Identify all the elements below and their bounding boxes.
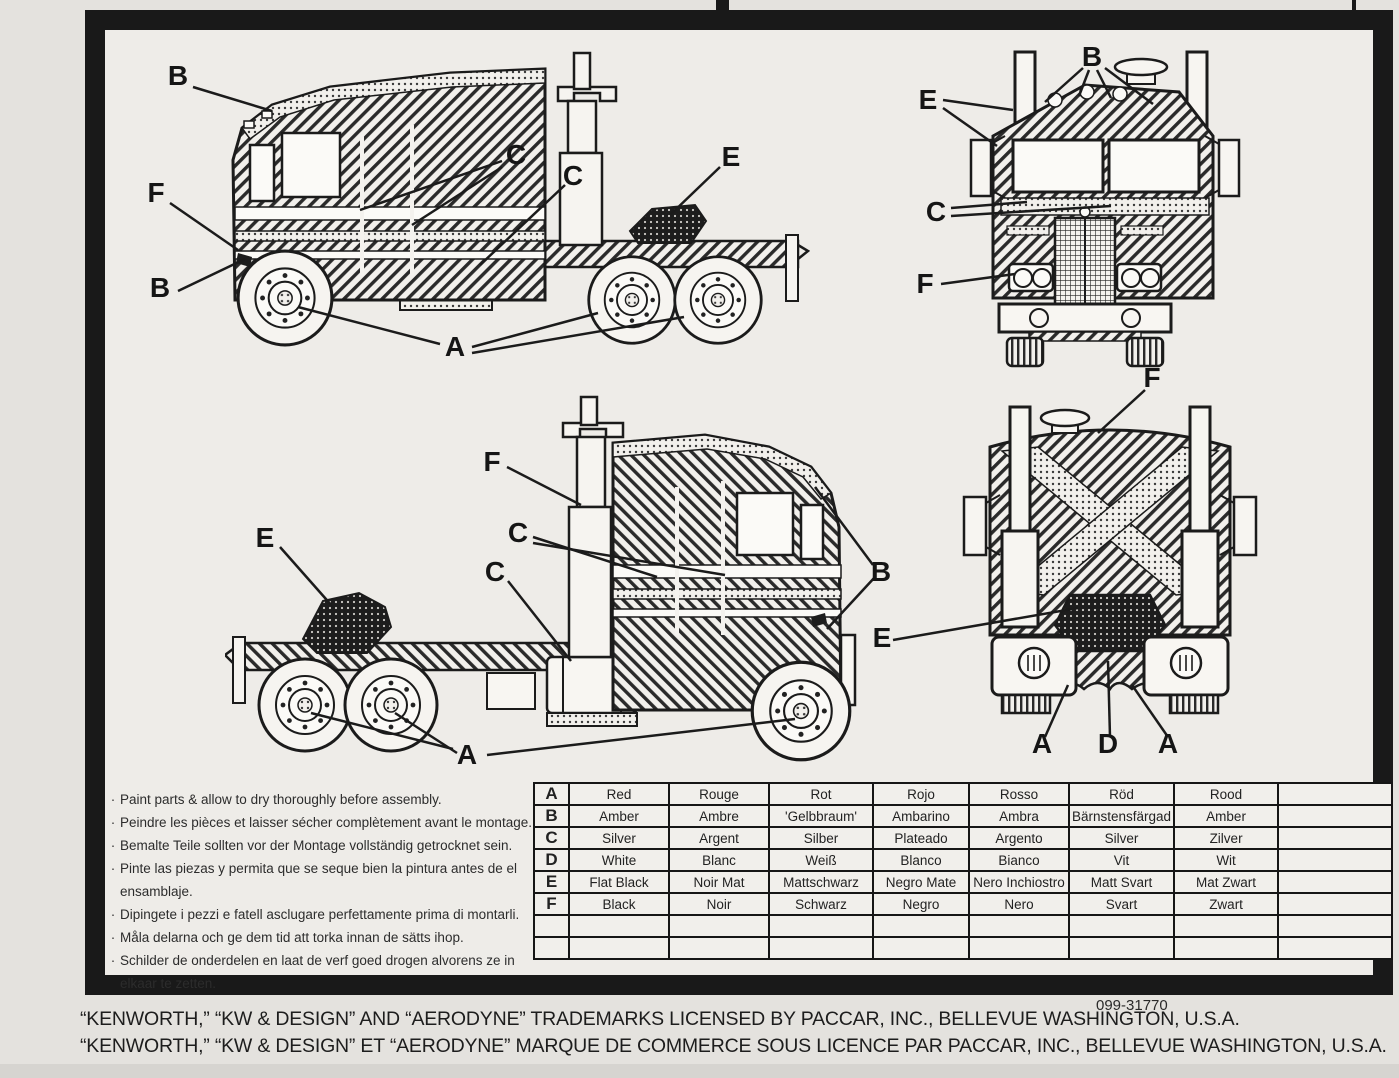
diagram-truck-side-view-left <box>169 51 810 355</box>
trademark-line-english: “KENWORTH,” “KW & DESIGN” AND “AERODYNE”… <box>80 1008 1240 1030</box>
color-table-row <box>533 936 1394 960</box>
callout-label-e: E <box>918 84 938 115</box>
callout-label-b: B <box>1081 41 1103 72</box>
scan-artifact <box>1352 0 1356 12</box>
callout-label-f: F <box>916 268 934 299</box>
callout-label-a: A <box>1157 728 1179 759</box>
color-table-row <box>533 914 1394 938</box>
paint-note-item: ·Måla delarna och ge dem tid att torka i… <box>110 929 464 945</box>
paint-note-item: ·Pinte las piezas y permita que se seque… <box>110 860 517 899</box>
callout-label-d: D <box>1097 728 1119 759</box>
callout-label-c: C <box>925 196 947 227</box>
paint-note-item: ·Dipingete i pezzi e fatell asclugare pe… <box>110 906 520 922</box>
callout-label-e: E <box>721 141 741 172</box>
paint-notes: ·Paint parts & allow to dry thoroughly b… <box>106 789 534 995</box>
callout-label-a: A <box>1031 728 1053 759</box>
scan-artifact <box>716 0 729 14</box>
callout-label-f: F <box>147 177 165 208</box>
callout-label-a: A <box>444 331 466 362</box>
callout-label-c: C <box>562 160 584 191</box>
callout-label-e: E <box>872 622 892 653</box>
trademark-line-french: “KENWORTH,” “KW & DESIGN” ET “AERODYNE” … <box>80 1035 1387 1057</box>
callout-label-a: A <box>456 739 478 770</box>
callout-label-b: B <box>167 60 189 91</box>
paint-note-item: ·Paint parts & allow to dry thoroughly b… <box>110 792 442 807</box>
part-number: 099-31770 <box>1096 997 1168 1014</box>
callout-label-b: B <box>149 272 171 303</box>
callout-label-c: C <box>505 139 527 170</box>
scan-edge-strip <box>0 1064 1399 1078</box>
callout-label-c: C <box>507 517 529 548</box>
callout-label-f: F <box>1143 362 1161 393</box>
diagram-truck-rear-view <box>892 389 1258 738</box>
diagram-truck-side-view-right <box>225 395 876 762</box>
diagram-truck-front-view <box>940 50 1241 368</box>
callout-label-b: B <box>870 556 892 587</box>
paint-note-item: ·Peindre les pièces et laisser sécher co… <box>110 814 532 830</box>
callout-label-e: E <box>255 522 275 553</box>
callout-label-f: F <box>483 446 501 477</box>
callout-label-c: C <box>484 556 506 587</box>
paint-note-item: ·Schilder de onderdelen en laat de verf … <box>110 952 515 991</box>
paint-note-item: ·Bemalte Teile sollten vor der Montage v… <box>110 837 513 853</box>
